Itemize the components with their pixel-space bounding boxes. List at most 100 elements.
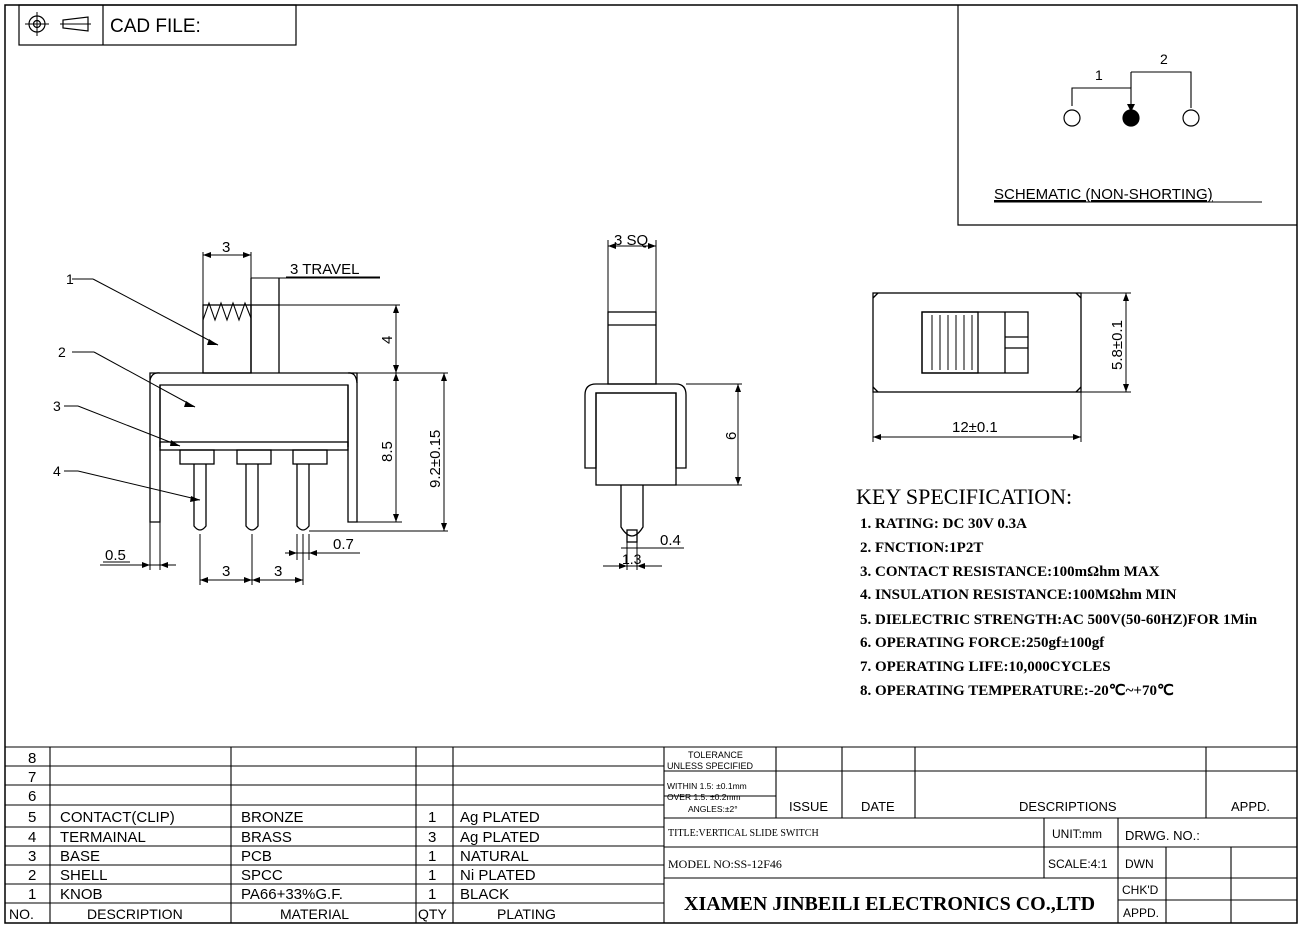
callout-2: 2 bbox=[58, 344, 66, 360]
dim-leg: 0.5 bbox=[105, 547, 126, 564]
bom-row-no: 5 bbox=[28, 809, 36, 826]
bom-row-qty: 1 bbox=[428, 809, 436, 826]
title-block-text: TOLERANCE UNLESS SPECIFIED WITHIN 1.5: ±… bbox=[667, 750, 1270, 920]
dim-pin-thickness: 0.4 bbox=[660, 532, 681, 549]
approved-by-label: APPD. bbox=[1123, 906, 1159, 920]
side-view-arrows bbox=[142, 252, 447, 583]
cad-file-label: CAD FILE: bbox=[110, 16, 201, 37]
bom-row-no: 8 bbox=[28, 750, 36, 767]
bom-row-no: 3 bbox=[28, 848, 36, 865]
callout-1: 1 bbox=[66, 271, 74, 287]
bom-header-description: DESCRIPTION bbox=[87, 906, 183, 922]
dim-pitch-2: 3 bbox=[274, 563, 282, 580]
bom-row-material: PCB bbox=[241, 848, 272, 865]
bom-row-plating: Ag PLATED bbox=[460, 829, 540, 846]
schematic-caption: SCHEMATIC (NON-SHORTING) bbox=[994, 186, 1213, 203]
dim-pitch-1: 3 bbox=[222, 563, 230, 580]
bom-row-no: 7 bbox=[28, 769, 36, 786]
tolerance-over: OVER 1.5: ±0.2mm bbox=[667, 792, 741, 802]
dim-pin-width: 1.3 bbox=[622, 551, 642, 567]
dim-pin: 0.7 bbox=[333, 536, 354, 553]
tolerance-unless: UNLESS SPECIFIED bbox=[667, 761, 754, 771]
bom-row-qty: 1 bbox=[428, 848, 436, 865]
dim-height-6: 6 bbox=[723, 432, 740, 440]
pin-1-terminal-icon bbox=[1063, 109, 1081, 127]
appd-header: APPD. bbox=[1231, 799, 1270, 814]
bom-row-qty: 1 bbox=[428, 867, 436, 884]
issue-header: ISSUE bbox=[789, 799, 828, 814]
bom-row-material: SPCC bbox=[241, 867, 283, 884]
bom-row-material: BRONZE bbox=[241, 809, 304, 826]
end-view-arrows bbox=[608, 243, 741, 569]
unit-field: UNIT:mm bbox=[1052, 827, 1102, 841]
spec-item: 6. OPERATING FORCE:250gf±100gf bbox=[860, 635, 1105, 651]
company-name: XIAMEN JINBEILI ELECTRONICS CO.,LTD bbox=[684, 893, 1095, 915]
dim-travel: 3 TRAVEL bbox=[290, 261, 359, 278]
tolerance-label: TOLERANCE bbox=[688, 750, 743, 760]
top-view bbox=[872, 292, 1131, 442]
spec-title: KEY SPECIFICATION: bbox=[856, 484, 1072, 509]
sheet-border bbox=[4, 4, 1298, 924]
drawing-title: TITLE:VERTICAL SLIDE SWITCH bbox=[668, 828, 819, 839]
descriptions-header: DESCRIPTIONS bbox=[1019, 799, 1117, 814]
top-view-arrows bbox=[873, 293, 1129, 440]
spec-item: 8. OPERATING TEMPERATURE:-20℃~+70℃ bbox=[860, 683, 1174, 699]
callout-4: 4 bbox=[53, 463, 61, 479]
checked-by-label: CHK'D bbox=[1122, 883, 1159, 897]
bom-row-plating: Ag PLATED bbox=[460, 809, 540, 826]
model-number: MODEL NO:SS-12F46 bbox=[668, 857, 782, 871]
bom-header-material: MATERIAL bbox=[280, 906, 349, 922]
bom-row-desc: KNOB bbox=[60, 886, 103, 903]
top-view-labels: 12±0.1 5.8±0.1 bbox=[952, 320, 1126, 436]
spec-item: 1. RATING: DC 30V 0.3A bbox=[860, 516, 1027, 532]
bom-row-material: PA66+33%G.F. bbox=[241, 886, 343, 903]
third-angle-projection-icon bbox=[25, 12, 91, 36]
schematic-pin-2: 2 bbox=[1160, 51, 1168, 67]
bom-row-plating: BLACK bbox=[460, 886, 509, 903]
dim-body-height: 8.5 bbox=[379, 441, 396, 462]
bom-row-desc: TERMAINAL bbox=[60, 829, 146, 846]
bom-row-desc: SHELL bbox=[60, 867, 108, 884]
bom-row-material: BRASS bbox=[241, 829, 292, 846]
spec-item: 2. FNCTION:1P2T bbox=[860, 540, 983, 556]
title-block bbox=[664, 747, 1297, 923]
bom-row-plating: NATURAL bbox=[460, 848, 529, 865]
bom-header-qty: QTY bbox=[418, 906, 447, 922]
tolerance-angles: ANGLES:±2° bbox=[688, 804, 738, 814]
bom-row-plating: Ni PLATED bbox=[460, 867, 536, 884]
dim-total-height: 9.2±0.15 bbox=[427, 430, 444, 488]
dim-knob-height: 4 bbox=[379, 336, 396, 344]
spec-item: 7. OPERATING LIFE:10,000CYCLES bbox=[860, 659, 1111, 675]
schematic-panel: 1 2 SCHEMATIC (NON-SHORTING) bbox=[957, 5, 1297, 226]
pin-2-terminal-icon bbox=[1182, 109, 1200, 127]
bom-row-no: 6 bbox=[28, 788, 36, 805]
bom-table bbox=[5, 746, 1297, 923]
bom-row-no: 4 bbox=[28, 829, 36, 846]
spec-item: 5. DIELECTRIC STRENGTH:AC 500V(50-60HZ)F… bbox=[860, 612, 1258, 628]
bom-header-plating: PLATING bbox=[497, 906, 556, 922]
tolerance-within: WITHIN 1.5: ±0.1mm bbox=[667, 781, 747, 791]
dim-height-5-8: 5.8±0.1 bbox=[1109, 320, 1126, 370]
callout-3: 3 bbox=[53, 398, 61, 414]
dim-square: 3 SQ bbox=[614, 232, 648, 249]
key-specification: KEY SPECIFICATION: 1. RATING: DC 30V 0.3… bbox=[856, 484, 1258, 699]
bom-row-no: 1 bbox=[28, 886, 36, 903]
dim-width-12: 12±0.1 bbox=[952, 419, 998, 436]
bom-row-no: 2 bbox=[28, 867, 36, 884]
end-view-labels: 3 SQ 6 0.4 1.3 bbox=[614, 232, 740, 567]
bom-row-desc: BASE bbox=[60, 848, 100, 865]
bom-row-qty: 1 bbox=[428, 886, 436, 903]
end-view bbox=[584, 240, 742, 570]
bom-row-desc: CONTACT(CLIP) bbox=[60, 809, 175, 826]
spec-item: 3. CONTACT RESISTANCE:100mΩhm MAX bbox=[860, 564, 1160, 580]
side-view bbox=[64, 252, 448, 585]
drawn-by-label: DWN bbox=[1125, 857, 1154, 871]
common-terminal-icon bbox=[1122, 109, 1140, 127]
spec-item: 4. INSULATION RESISTANCE:100MΩhm MIN bbox=[860, 587, 1177, 603]
side-view-labels: 1 2 3 4 3 3 TRAVEL 4 8.5 9.2±0.15 3 3 0.… bbox=[53, 239, 444, 580]
date-header: DATE bbox=[861, 799, 895, 814]
bom-text: 8 7 6 5 CONTACT(CLIP) BRONZE 1 Ag PLATED… bbox=[9, 750, 556, 922]
bom-row-qty: 3 bbox=[428, 829, 436, 846]
bom-header-no: NO. bbox=[9, 906, 34, 922]
